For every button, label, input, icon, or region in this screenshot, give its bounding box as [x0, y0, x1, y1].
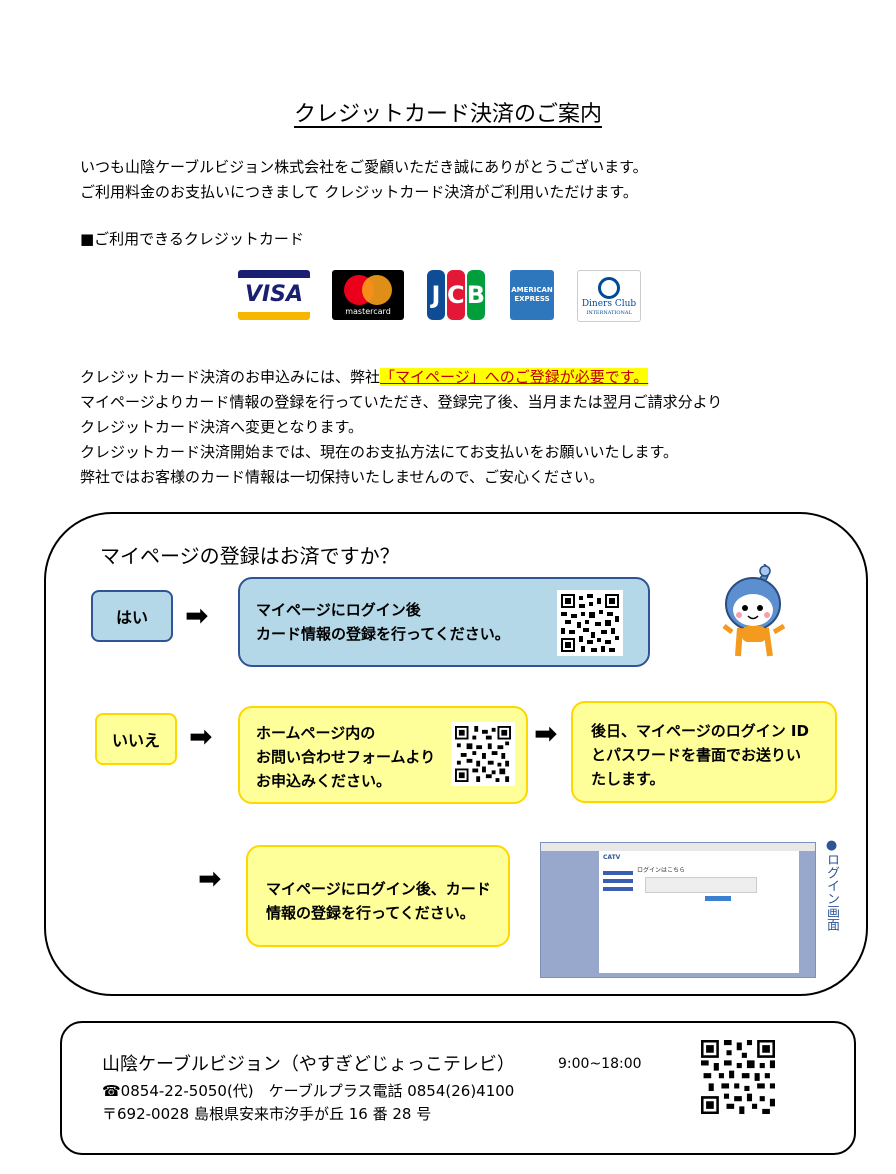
intro-line-2: ご利用料金のお支払いにつきまして クレジットカード決済がご利用いただけます。 — [80, 183, 638, 201]
screenshot-heading: ログインはこちら — [637, 867, 686, 874]
final-instruction-line-1: マイページにログイン後、カード — [266, 880, 491, 898]
phone-numbers: ☎0854-22-5050(代) ケーブルプラス電話 0854(26)4100 — [102, 1082, 515, 1100]
no-instruction-line-3: お申込みください。 — [256, 772, 392, 790]
business-hours: 9:00~18:00 — [558, 1056, 642, 1072]
contact-form-qr-code[interactable] — [451, 722, 515, 786]
address: 〒692-0028 島根県安来市汐手が丘 16 番 28 号 — [102, 1105, 432, 1123]
no-result-box: 後日、マイページのログイン ID とパスワードを書面でお送りい たします。 — [571, 701, 837, 803]
page-title: クレジットカード決済のご案内 — [293, 102, 602, 127]
mascot-icon — [722, 563, 786, 657]
final-instruction-box: マイページにログイン後、カード 情報の登録を行ってください。 — [246, 845, 510, 947]
no-result-line-1: 後日、マイページのログイン ID — [591, 722, 809, 740]
visa-logo: VISA — [238, 270, 310, 320]
no-button[interactable]: いいえ — [95, 713, 177, 765]
intro-line-1: いつも山陰ケーブルビジョン株式会社をご愛顧いただき誠にありがとうございます。 — [80, 158, 648, 176]
mypage-qr-code[interactable] — [557, 590, 623, 656]
mastercard-logo: mastercard — [332, 270, 404, 320]
mypage-highlight: 「マイページ」へのご登録が必要です。 — [380, 368, 649, 386]
right-arrow-icon: ➡ — [185, 599, 209, 632]
screenshot-logo: CATV — [603, 854, 621, 861]
mascot-illustration — [722, 563, 788, 664]
qr-code-icon — [561, 594, 619, 652]
contact-footer — [60, 1021, 856, 1155]
body-line-2: マイページよりカード情報の登録を行っていただき、登録完了後、当月または翌月ご請求… — [80, 393, 723, 411]
right-arrow-icon: ➡ — [198, 862, 222, 895]
jcb-logo: J C B — [426, 270, 486, 320]
login-screen-caption: ●ログイン画面 — [824, 838, 839, 931]
amex-logo: AMERICAN EXPRESS — [510, 270, 554, 320]
no-result-line-3: たします。 — [591, 770, 665, 788]
diners-club-logo: Diners Club INTERNATIONAL — [577, 270, 641, 322]
yes-instruction-line-1: マイページにログイン後 — [256, 601, 421, 619]
no-instruction-line-2: お問い合わせフォームより — [256, 748, 436, 766]
flow-panel — [44, 512, 868, 996]
yes-instruction-line-2: カード情報の登録を行ってください。 — [256, 625, 510, 643]
cards-heading: ■ご利用できるクレジットカード — [80, 230, 304, 248]
qr-code-icon — [455, 726, 511, 782]
body-line-5: 弊社ではお客様のカード情報は一切保持いたしませんので、ご安心ください。 — [80, 468, 604, 486]
body-line-3: クレジットカード決済へ変更となります。 — [80, 418, 364, 436]
right-arrow-icon: ➡ — [534, 717, 558, 750]
yes-button[interactable]: はい — [91, 590, 173, 642]
no-instruction-line-1: ホームページ内の — [256, 724, 376, 742]
final-instruction-line-2: 情報の登録を行ってください。 — [266, 904, 475, 922]
qr-code-icon — [701, 1040, 775, 1114]
flow-question: マイページの登録はお済ですか？ — [100, 544, 400, 568]
login-screen-screenshot: CATV ログインはこちら — [540, 842, 816, 978]
company-name: 山陰ケーブルビジョン（やすぎどじょっこテレビ） — [102, 1054, 515, 1075]
footer-qr-code[interactable] — [700, 1039, 776, 1115]
body-line-1: クレジットカード決済のお申込みには、弊社「マイページ」へのご登録が必要です。 — [80, 368, 649, 386]
right-arrow-icon: ➡ — [189, 720, 213, 753]
no-result-line-2: とパスワードを書面でお送りい — [591, 746, 802, 764]
body-line-4: クレジットカード決済開始までは、現在のお支払方法にてお支払いをお願いいたします。 — [80, 443, 679, 461]
